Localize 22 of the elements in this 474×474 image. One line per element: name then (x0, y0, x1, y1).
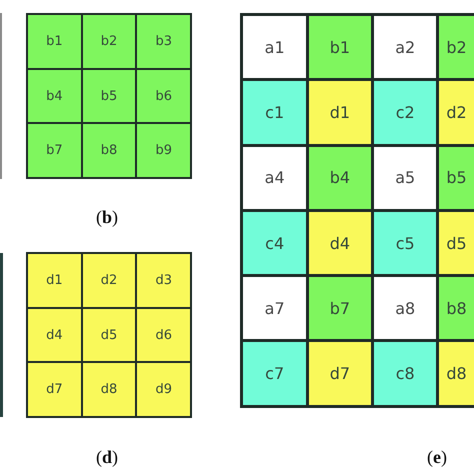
grid-cell: b7 (26, 122, 83, 180)
grid-cell: d8 (436, 339, 474, 408)
grid-cell: b4 (26, 68, 83, 124)
grid-cell: b6 (135, 68, 192, 124)
grid-cell: b1 (26, 13, 83, 70)
grid-cell: d3 (135, 252, 192, 309)
grid-cell: b5 (80, 68, 138, 124)
grid-cell: b3 (135, 13, 192, 70)
panel-caption: (e) (427, 448, 447, 468)
grid-cell: d7 (26, 361, 83, 418)
panel-caption: (d) (96, 448, 118, 468)
grid-cell: d4 (26, 306, 83, 364)
grid-cell: d5 (80, 306, 138, 364)
grid-cell: d6 (135, 306, 192, 364)
grid-cell: b2 (80, 13, 138, 70)
grid-cell: d1 (26, 252, 83, 309)
panel-caption: (b) (96, 208, 118, 228)
grid-cell: b9 (135, 122, 192, 180)
grid-cell: b8 (80, 122, 138, 180)
grid-cell: d2 (80, 252, 138, 309)
grid-cell: d8 (80, 361, 138, 418)
grid-cell: d9 (135, 361, 192, 418)
